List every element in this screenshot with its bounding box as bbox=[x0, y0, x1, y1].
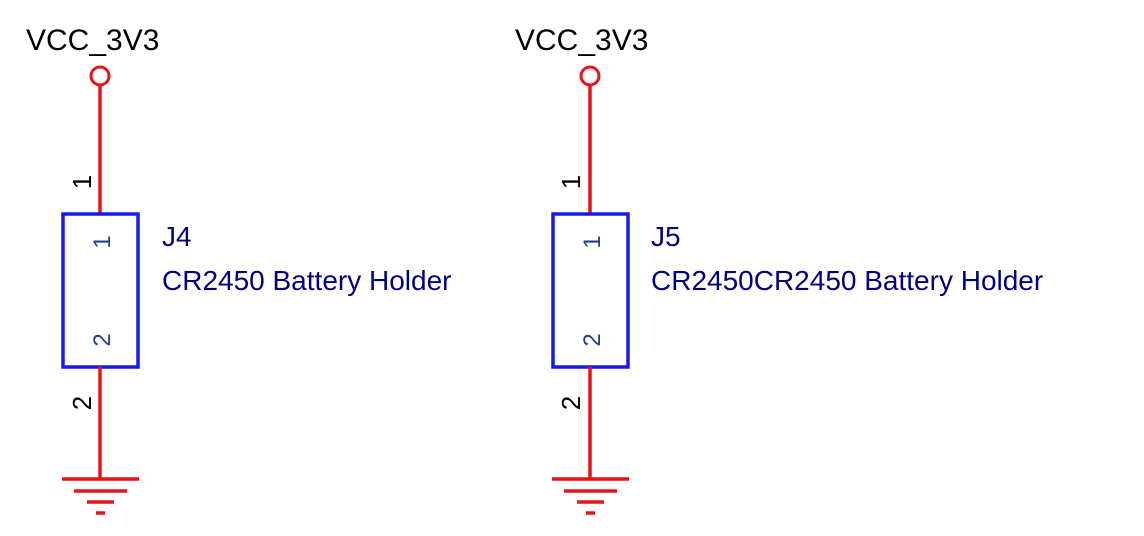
pin-number-inner-bottom: 2 bbox=[579, 333, 606, 346]
power-port-icon bbox=[579, 65, 601, 87]
connector-body[interactable] bbox=[551, 212, 630, 369]
reference-designator: J5 bbox=[651, 221, 681, 252]
pin-number-inner-top: 1 bbox=[579, 235, 606, 248]
component-j5[interactable]: VCC_3V3 1 1 2 J5 CR2450CR2450 Battery Ho… bbox=[515, 24, 1043, 515]
pin-number-outer-top: 1 bbox=[556, 175, 586, 189]
ground-icon bbox=[552, 477, 629, 515]
power-port-icon bbox=[89, 65, 111, 87]
reference-designator: J4 bbox=[162, 221, 192, 252]
pin-number-outer-bottom: 2 bbox=[67, 396, 97, 410]
component-j4[interactable]: VCC_3V3 1 1 2 J4 CR2450 Battery Holder 2 bbox=[26, 24, 451, 515]
component-value: CR2450CR2450 Battery Holder bbox=[651, 265, 1043, 296]
component-value: CR2450 Battery Holder bbox=[162, 265, 451, 296]
pin-number-inner-bottom: 2 bbox=[89, 333, 116, 346]
power-net-label: VCC_3V3 bbox=[515, 24, 648, 57]
pin-number-outer-bottom: 2 bbox=[556, 396, 586, 410]
power-net-label: VCC_3V3 bbox=[26, 24, 159, 57]
pin-number-inner-top: 1 bbox=[89, 235, 116, 248]
pin-number-outer-top: 1 bbox=[67, 175, 97, 189]
ground-icon bbox=[62, 477, 139, 515]
